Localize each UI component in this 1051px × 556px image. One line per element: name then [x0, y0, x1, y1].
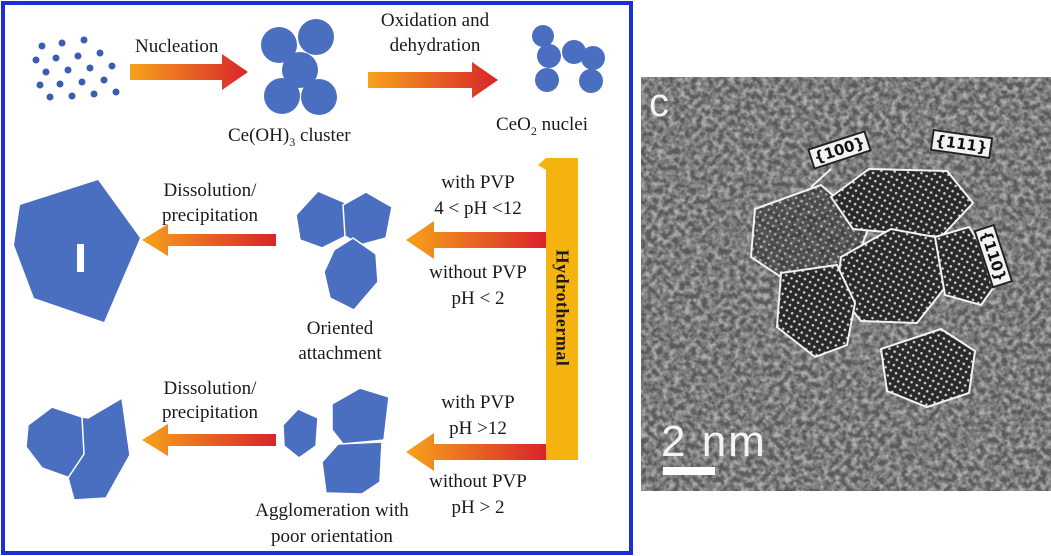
upper-without-pvp: without PVP — [429, 262, 527, 283]
lower-hydrothermal-arrow — [406, 433, 546, 471]
upper-dissolution-arrow — [142, 224, 276, 256]
hydrothermal-bar — [546, 158, 578, 460]
upper-dissolution-line2: precipitation — [161, 205, 259, 226]
oriented-line1: Oriented — [306, 318, 374, 339]
scale-bar — [663, 467, 715, 475]
scale-bar-label: 2 nm — [661, 417, 767, 466]
lower-dissolution-line2: precipitation — [161, 402, 259, 423]
lower-without-ph: pH > 2 — [451, 497, 505, 518]
oriented-line2: attachment — [298, 343, 382, 364]
hexagon-slot — [77, 244, 84, 272]
lower-with-pvp: with PVP — [441, 392, 515, 413]
nucleation-label: Nucleation — [135, 36, 219, 57]
synthesis-scheme: Nucleation Oxidation and dehydration Ce(… — [1, 1, 633, 555]
panel-letter: c — [649, 81, 669, 125]
ceo2-nuclei-label: CeO2 nuclei — [496, 114, 589, 138]
hydrothermal-notch-top — [538, 158, 546, 170]
large-agglomerated-particles — [25, 396, 131, 501]
ceoh3-cluster — [261, 19, 337, 115]
upper-without-ph: pH < 2 — [451, 288, 505, 309]
upper-hydrothermal-arrow — [406, 221, 546, 259]
agglomeration-line1: Agglomeration with — [255, 500, 409, 521]
upper-with-ph: 4 < pH <12 — [434, 198, 522, 219]
facet-100-pointer — [810, 168, 832, 188]
scheme-border — [1, 1, 633, 555]
ceo2-nuclei — [532, 25, 605, 93]
upper-with-pvp: with PVP — [441, 172, 515, 193]
lower-without-pvp: without PVP — [429, 471, 527, 492]
ions-dots — [32, 36, 120, 101]
upper-dissolution-line1: Dissolution/ — [163, 180, 257, 201]
oxidation-label-line2: dehydration — [389, 35, 481, 56]
hex-bottom-left — [775, 263, 857, 359]
hex-right — [933, 225, 1003, 307]
lower-dissolution-arrow — [142, 424, 276, 456]
ceoh3-cluster-label: Ce(OH)3 cluster — [228, 125, 351, 149]
nanocrystal-lattices — [749, 167, 1003, 409]
lower-dissolution-line1: Dissolution/ — [163, 378, 257, 399]
small-agglomerated-particles — [282, 387, 390, 495]
hex-bottom-right — [879, 327, 977, 409]
lower-with-ph: pH >12 — [449, 418, 507, 439]
oxidation-label-line1: Oxidation and — [380, 10, 490, 31]
agglomeration-line2: poor orientation — [271, 526, 393, 547]
hydrothermal-label: Hydrothermal — [552, 249, 573, 367]
oxidation-arrow — [368, 62, 498, 98]
tem-image-panel: c {100} {111} {110} 2 nm — [641, 77, 1051, 491]
hex-top-right — [829, 167, 975, 239]
scheme-graphics — [1, 1, 633, 555]
oriented-attachment-particles — [295, 190, 393, 311]
nucleation-arrow — [130, 54, 248, 90]
